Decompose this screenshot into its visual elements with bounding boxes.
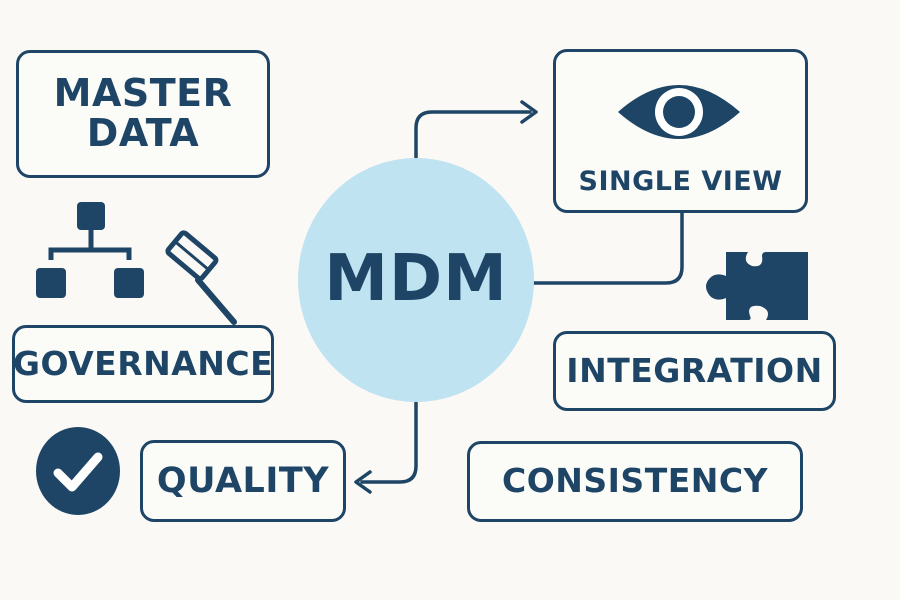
integration-box: INTEGRATION bbox=[553, 331, 836, 411]
hierarchy-icon bbox=[36, 202, 144, 298]
connector-hub-to-single-view bbox=[414, 110, 532, 160]
arrowhead-quality bbox=[354, 470, 372, 494]
consistency-box: CONSISTENCY bbox=[467, 441, 803, 522]
quality-box: QUALITY bbox=[140, 440, 346, 522]
governance-label: GOVERNANCE bbox=[12, 343, 274, 383]
arrowhead-single-view bbox=[520, 100, 538, 124]
connector-hub-to-quality bbox=[360, 400, 418, 484]
eye-icon bbox=[618, 85, 740, 139]
connector-hub-to-single-view-bottom bbox=[532, 211, 684, 285]
master-data-box: MASTER DATA bbox=[16, 50, 270, 178]
gavel-icon bbox=[165, 230, 237, 325]
master-data-label-line-1: MASTER bbox=[53, 71, 233, 116]
mdm-hub-label: MDM bbox=[324, 242, 508, 317]
master-data-label-line-2: DATA bbox=[86, 111, 200, 155]
mdm-hub: MDM bbox=[298, 158, 534, 402]
single-view-label: SINGLE VIEW bbox=[578, 165, 783, 197]
puzzle-piece-icon bbox=[706, 252, 808, 320]
integration-label: INTEGRATION bbox=[566, 350, 823, 390]
quality-label: QUALITY bbox=[156, 460, 330, 501]
checkmark-circle-icon bbox=[36, 427, 120, 515]
governance-box: GOVERNANCE bbox=[12, 325, 274, 403]
consistency-label: CONSISTENCY bbox=[502, 461, 768, 501]
